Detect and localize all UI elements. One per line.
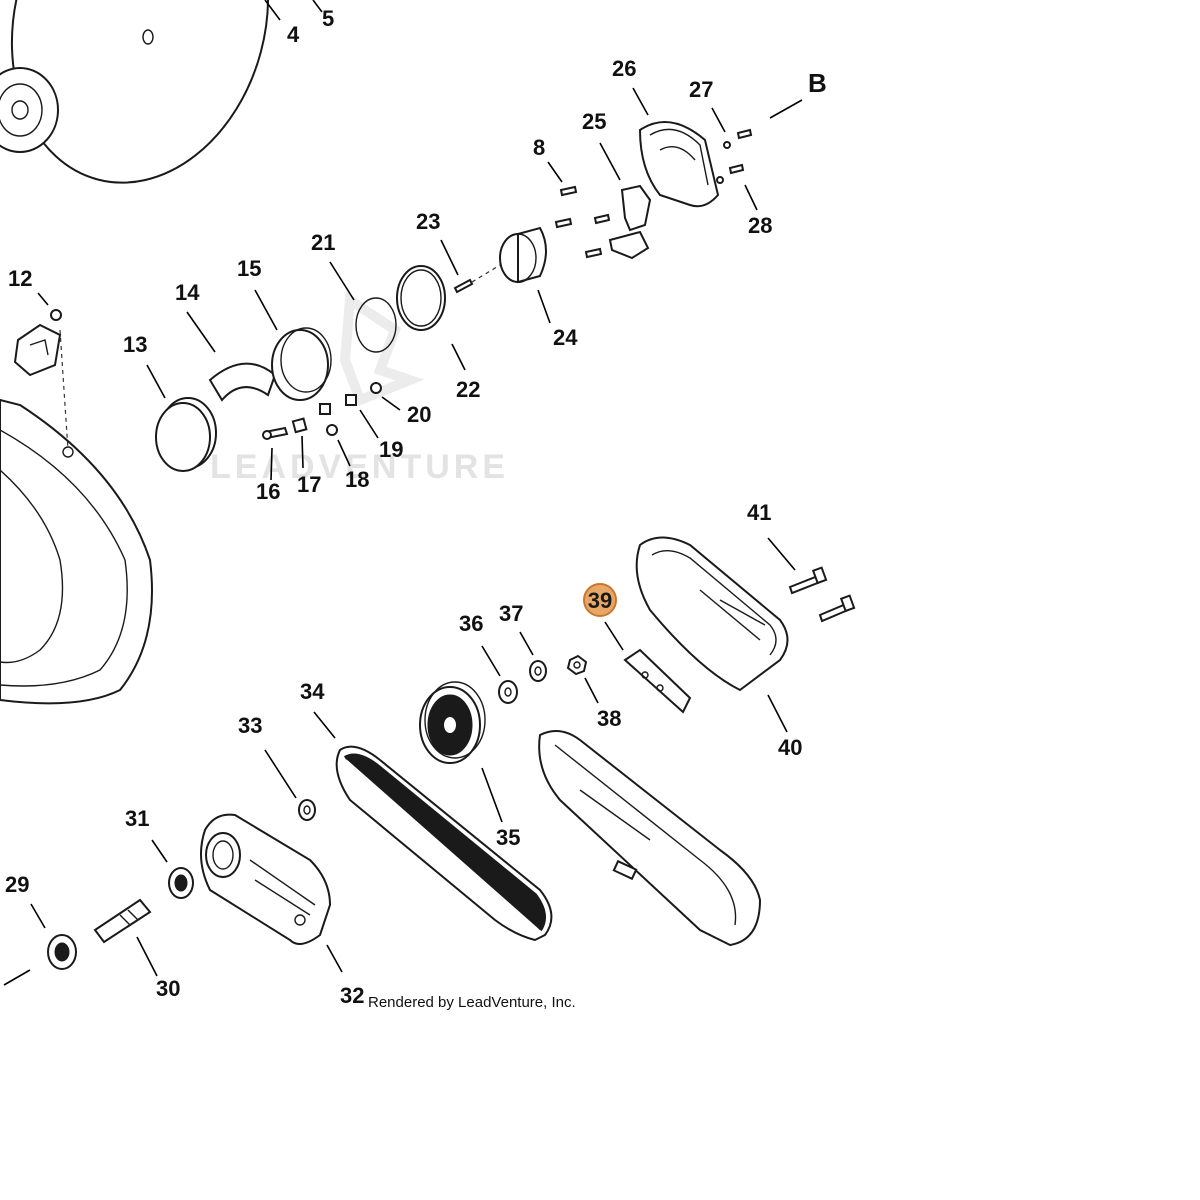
label-30[interactable]: 30: [156, 976, 180, 1001]
bolt-28[interactable]: [716, 163, 745, 184]
label-33[interactable]: 33: [238, 713, 262, 738]
nut-20[interactable]: [370, 382, 382, 394]
section-marker-b[interactable]: B: [808, 68, 827, 98]
label-26[interactable]: 26: [612, 56, 636, 81]
latch-12[interactable]: [13, 309, 62, 377]
cutting-blade[interactable]: [0, 0, 303, 212]
pulley-35[interactable]: [419, 681, 486, 764]
bolts-41[interactable]: [788, 566, 856, 623]
washer-37[interactable]: [529, 660, 547, 682]
watermark-text: LEADVENTURE: [210, 448, 509, 486]
screws-8[interactable]: [554, 185, 611, 259]
washer-33[interactable]: [298, 799, 316, 821]
washer-18[interactable]: [326, 424, 338, 436]
ring-22[interactable]: [396, 265, 446, 331]
label-8[interactable]: 8: [533, 135, 545, 160]
label-24[interactable]: 24: [553, 325, 578, 350]
label-31[interactable]: 31: [125, 806, 149, 831]
bearing-31[interactable]: [168, 867, 194, 899]
label-16[interactable]: 16: [256, 479, 280, 504]
clip-19[interactable]: [319, 394, 357, 415]
label-22[interactable]: 22: [456, 377, 480, 402]
label-27[interactable]: 27: [689, 77, 713, 102]
label-25[interactable]: 25: [582, 109, 606, 134]
credit-text: Rendered by LeadVenture, Inc.: [368, 994, 576, 1011]
outer-cover-40[interactable]: [635, 536, 789, 692]
leader-lines: [3, 0, 803, 986]
pin-23[interactable]: [453, 278, 474, 294]
label-39[interactable]: 39: [588, 588, 612, 613]
label-18[interactable]: 18: [345, 467, 369, 492]
band-15[interactable]: [271, 327, 332, 401]
label-21[interactable]: 21: [311, 230, 335, 255]
label-35[interactable]: 35: [496, 825, 520, 850]
nut-38[interactable]: [566, 654, 588, 676]
label-38[interactable]: 38: [597, 706, 621, 731]
label-20[interactable]: 20: [407, 402, 431, 427]
segment-14[interactable]: [208, 362, 277, 402]
washer-36[interactable]: [498, 680, 518, 704]
label-15[interactable]: 15: [237, 256, 261, 281]
gear-housing-32[interactable]: [200, 813, 332, 945]
label-4[interactable]: 4: [287, 22, 300, 47]
label-37[interactable]: 37: [499, 601, 523, 626]
bearing-29[interactable]: [47, 934, 77, 970]
watermark: LEADVENTURE: [210, 291, 509, 486]
bearing-13[interactable]: [155, 397, 217, 472]
main-cover[interactable]: [0, 398, 153, 705]
fastener-16[interactable]: [262, 426, 289, 440]
part-labels: 4 5 12 13 14 15 16 17 18 19 20 21 22 23 …: [5, 6, 827, 1008]
plate-39[interactable]: [623, 648, 692, 714]
highlight-39[interactable]: 39: [583, 583, 617, 617]
label-34[interactable]: 34: [300, 679, 325, 704]
label-36[interactable]: 36: [459, 611, 483, 636]
sleeve-24[interactable]: [499, 226, 547, 284]
label-41[interactable]: 41: [747, 500, 771, 525]
label-28[interactable]: 28: [748, 213, 772, 238]
label-17[interactable]: 17: [297, 472, 321, 497]
label-23[interactable]: 23: [416, 209, 440, 234]
label-19[interactable]: 19: [379, 437, 403, 462]
belt-34[interactable]: [335, 745, 553, 942]
square-nut-17[interactable]: [291, 417, 308, 434]
label-40[interactable]: 40: [778, 735, 802, 760]
label-32[interactable]: 32: [340, 983, 364, 1008]
label-12[interactable]: 12: [8, 266, 32, 291]
bracket-25[interactable]: [608, 184, 652, 260]
label-14[interactable]: 14: [175, 280, 200, 305]
shaft-30[interactable]: [93, 898, 152, 944]
ring-21[interactable]: [355, 297, 397, 353]
flange-washer[interactable]: [0, 67, 59, 153]
label-13[interactable]: 13: [123, 332, 147, 357]
inner-arm-cover[interactable]: [538, 730, 762, 947]
guard-26[interactable]: [638, 121, 720, 208]
highlight-circle[interactable]: [583, 583, 617, 617]
label-29[interactable]: 29: [5, 872, 29, 897]
bolt-27[interactable]: [723, 128, 753, 149]
label-5[interactable]: 5: [322, 6, 334, 31]
